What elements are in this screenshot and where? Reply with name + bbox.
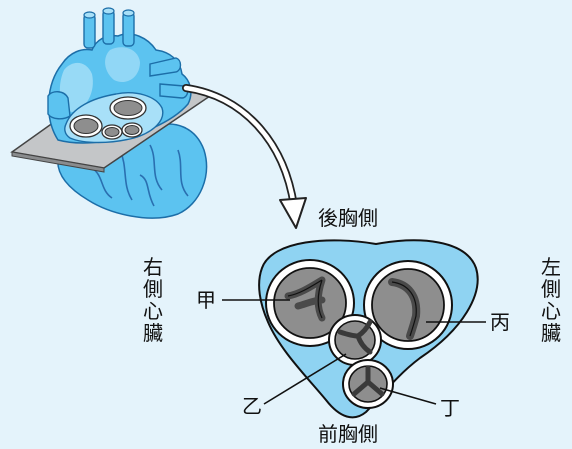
valve-d-label: 丁 [440,398,460,418]
left-heart-label: 左側心臟 [540,256,562,344]
anterior-label: 前胸側 [318,424,378,444]
arrow-head [280,198,306,228]
posterior-label: 後胸側 [318,208,378,228]
valve-a-label: 甲 [196,290,216,310]
vessel-3 [123,12,134,46]
vessel-1-top [84,12,95,18]
vessel-2 [103,10,114,44]
valve-b-label: 乙 [242,396,262,416]
vessel-1 [84,14,95,48]
vessel-side-left [48,92,70,119]
vessel-3-top [123,10,134,16]
right-heart-label: 右側心臟 [142,256,164,344]
cross-section [259,240,478,417]
valve-b [329,315,381,365]
vessel-2-top [103,8,114,14]
valve-d [343,360,393,408]
heart-illustration [12,8,210,218]
valve-c-label: 丙 [490,312,510,332]
